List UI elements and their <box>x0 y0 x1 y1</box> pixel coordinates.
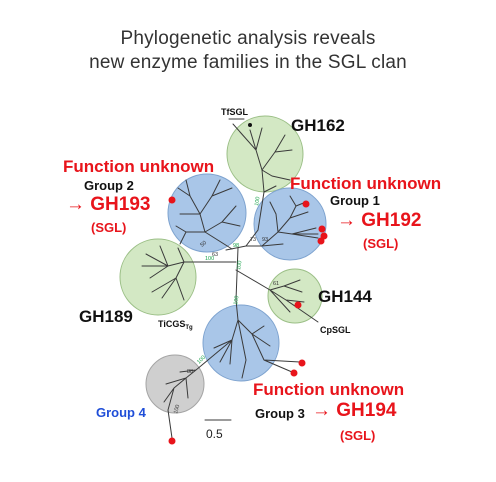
family-gh192: GH192 <box>361 210 422 231</box>
label-gh193: → GH193 <box>66 194 150 216</box>
marker-dot-group4 <box>168 437 176 445</box>
marker-dot-group1-d <box>317 237 325 245</box>
label-group2: Group 2 <box>84 178 134 193</box>
clade-circle-group4 <box>145 354 205 414</box>
title-line-2: new enzyme families in the SGL clan <box>89 52 407 73</box>
label-gh194: → GH194 <box>312 400 396 422</box>
clade-circle-group1 <box>253 187 327 261</box>
ticgs-text: TiCGS <box>158 319 186 329</box>
label-ticgs: TiCGSTg <box>158 319 193 331</box>
marker-dot-group2 <box>168 196 176 204</box>
label-cpsgl: CpSGL <box>320 325 351 335</box>
label-group1-unknown: Function unknown <box>290 174 442 193</box>
bootstrap-value: 63 <box>212 252 218 258</box>
clade-circle-group3 <box>202 304 280 382</box>
label-tfsgl: TfSGL <box>221 107 248 117</box>
label-gh192: → GH192 <box>337 210 421 232</box>
label-group4: Group 4 <box>96 405 146 420</box>
bootstrap-value: 61 <box>273 281 279 287</box>
label-group2-unknown: Function unknown <box>63 157 215 176</box>
title-line-1: Phylogenetic analysis reveals <box>120 28 376 49</box>
marker-dot-group3-a <box>298 359 306 367</box>
bootstrap-value: 100 <box>254 196 262 206</box>
label-gh144: GH144 <box>318 287 372 306</box>
label-group3: Group 3 <box>255 406 305 421</box>
label-group3-unknown: Function unknown <box>253 380 405 399</box>
family-gh194: GH194 <box>336 400 397 421</box>
marker-dot-group3-b <box>290 369 298 377</box>
arrow-gh192: → <box>337 210 356 231</box>
label-group1-sgl: (SGL) <box>363 236 399 251</box>
label-gh162: GH162 <box>291 116 345 135</box>
label-group2-sgl: (SGL) <box>91 220 127 235</box>
marker-dot-group1-b <box>318 225 326 233</box>
bootstrap-value: 73 <box>250 237 256 243</box>
bootstrap-value: 50 <box>199 240 208 249</box>
bootstrap-value: 100 <box>196 355 207 366</box>
bootstrap-value: 100 <box>173 404 181 414</box>
ticgs-subscript: Tg <box>185 325 193 331</box>
label-group1: Group 1 <box>330 193 380 208</box>
label-gh189: GH189 <box>79 307 133 326</box>
bootstrap-value: 100 <box>205 256 214 262</box>
bootstrap-value: 93 <box>262 237 268 243</box>
clade-circle-gh189 <box>119 238 197 316</box>
label-group3-sgl: (SGL) <box>340 428 376 443</box>
scale-bar-label: 0.5 <box>206 427 223 441</box>
clade-circle-gh144 <box>267 268 323 324</box>
family-gh193: GH193 <box>90 194 151 215</box>
marker-dot-group1-a <box>302 200 310 208</box>
bootstrap-value: 88 <box>187 369 193 375</box>
clade-circle-group2 <box>167 173 247 253</box>
arrow-gh193: → <box>66 194 85 215</box>
arrow-gh194: → <box>312 400 331 421</box>
marker-dot-tfsgl <box>248 123 252 127</box>
bootstrap-value: 98 <box>233 243 239 249</box>
bootstrap-value: 100 <box>233 295 241 305</box>
bootstrap-value: 100 <box>236 260 244 270</box>
marker-dot-gh144 <box>294 301 302 309</box>
